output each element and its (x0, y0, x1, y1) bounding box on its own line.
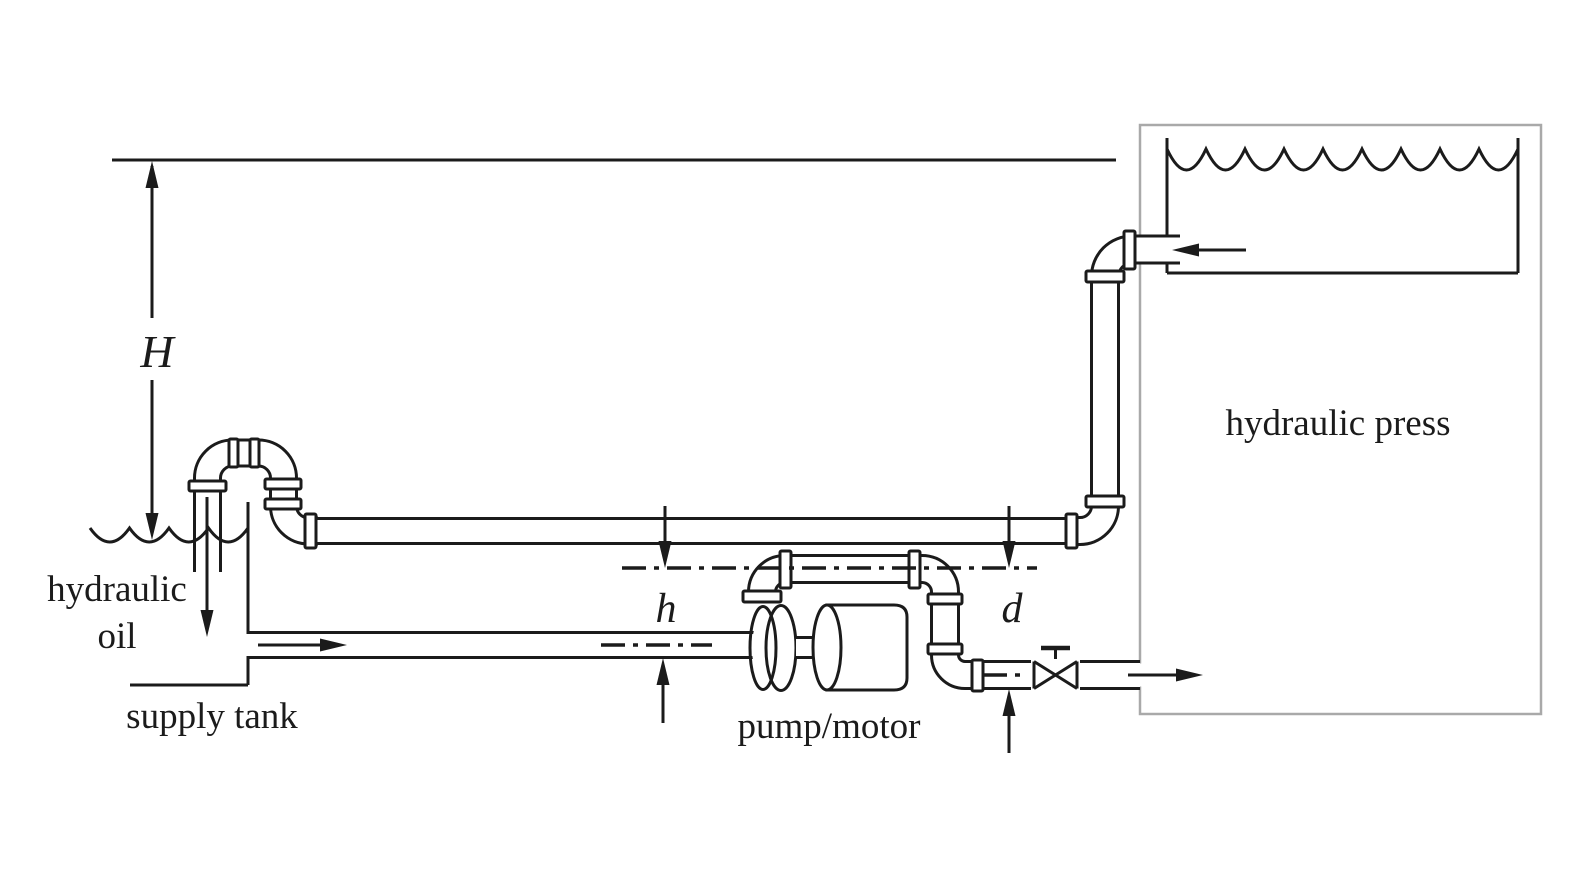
label-pump-motor: pump/motor (738, 706, 921, 747)
label-d: d (1002, 586, 1024, 632)
dimension-arrow-h-upper (658, 506, 672, 568)
supply-tank-waves (88, 525, 250, 544)
label-hydraulic-press: hydraulic press (1225, 403, 1450, 444)
label-H: H (139, 326, 176, 377)
press-riser-pipe (1070, 234, 1180, 546)
pipe-flanges (187, 229, 1137, 693)
label-hydraulic-oil-line1: hydraulic (47, 569, 187, 610)
dimension-arrow-d-lower (1002, 689, 1016, 753)
supply-tank (130, 502, 250, 687)
motor-body (825, 603, 909, 692)
valve (1031, 645, 1080, 691)
height-dimension-arrow (145, 161, 159, 540)
label-hydraulic-oil-line2: oil (97, 616, 136, 657)
dimension-arrow-d-upper (1002, 506, 1016, 568)
return-bend (193, 438, 318, 546)
press-inlet-arrow (1128, 668, 1203, 682)
press-box (1138, 123, 1543, 716)
suction-flow-arrow (258, 638, 347, 652)
label-supply-tank: supply tank (126, 696, 298, 737)
press-return-arrow (1172, 243, 1246, 257)
pump-disk-front (748, 605, 778, 691)
pump-motor-unit (748, 603, 909, 692)
press-waves (1165, 145, 1520, 172)
press-fluid-tank (1165, 138, 1520, 275)
label-h: h (656, 586, 677, 632)
dimension-arrow-h-lower (656, 658, 670, 723)
motor-front-ellipse (811, 603, 843, 692)
return-discharge-arrow (200, 497, 214, 637)
